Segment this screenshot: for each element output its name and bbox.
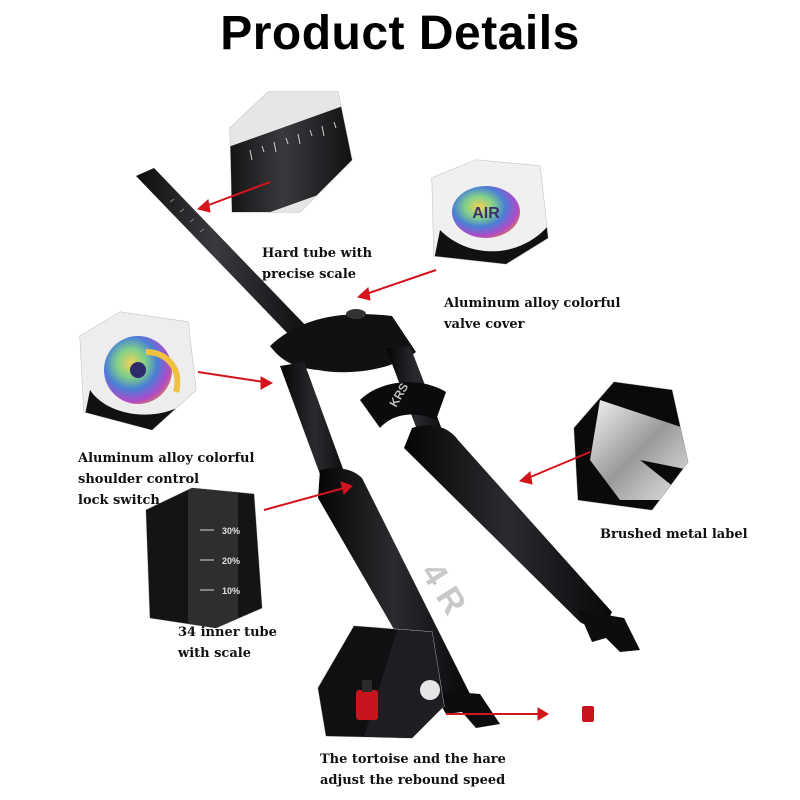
caption-inner-tube: 34 inner tube with scale xyxy=(178,625,277,661)
inset-hard-tube xyxy=(229,91,353,213)
steerer-scale-marks xyxy=(169,198,205,233)
scale-label-10: 10% xyxy=(222,586,240,596)
left-stanchion xyxy=(280,362,350,496)
inset-inner-tube: 30% 20% 10% xyxy=(145,487,263,629)
caption-shoulder-lock: Aluminum alloy colorful shoulder control… xyxy=(78,451,255,508)
page-title: Product Details xyxy=(220,7,580,60)
fork-crown xyxy=(270,314,416,373)
callout-arrows xyxy=(196,181,591,721)
fork-arch xyxy=(360,382,446,428)
caption-rebound: The tortoise and the hare adjust the reb… xyxy=(320,752,506,788)
scale-label-20: 20% xyxy=(222,556,240,566)
caption-valve-cover: Aluminum alloy colorful valve cover xyxy=(444,296,621,332)
inset-valve-cover: AIR xyxy=(431,159,549,265)
inset-rebound-knob xyxy=(317,625,445,739)
caption-brushed-label: Brushed metal label xyxy=(600,527,748,542)
scale-label-30: 30% xyxy=(222,526,240,536)
steerer-tube xyxy=(136,168,310,340)
valve-cap-text: AIR xyxy=(472,205,500,222)
right-lower-leg xyxy=(404,425,612,627)
caption-hard-tube: Hard tube with precise scale xyxy=(262,246,373,282)
suspension-fork: 4 R KRS xyxy=(136,168,640,728)
rebound-knob-icon xyxy=(356,690,378,720)
valve-cap-icon xyxy=(452,186,520,238)
inset-shoulder-lock xyxy=(79,311,197,431)
inset-brushed-label xyxy=(573,381,689,511)
